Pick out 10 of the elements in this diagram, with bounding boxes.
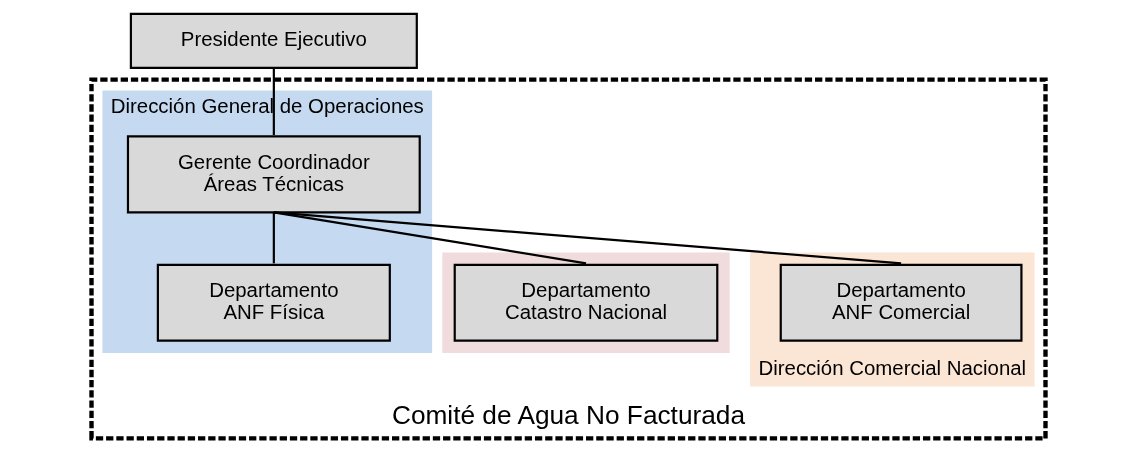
node-box: Presidente Ejecutivo bbox=[129, 12, 418, 69]
connector bbox=[273, 211, 901, 265]
connector bbox=[272, 67, 275, 135]
cluster bbox=[441, 252, 730, 354]
connector bbox=[273, 211, 586, 265]
node-box: Departamento Catastro Nacional bbox=[453, 263, 718, 342]
node-box: Departamento ANF Comercial bbox=[779, 263, 1023, 342]
connector bbox=[272, 212, 275, 264]
node-box: Gerente Coordinador Áreas Técnicas bbox=[126, 135, 421, 214]
node-box: Departamento ANF Física bbox=[156, 263, 391, 342]
